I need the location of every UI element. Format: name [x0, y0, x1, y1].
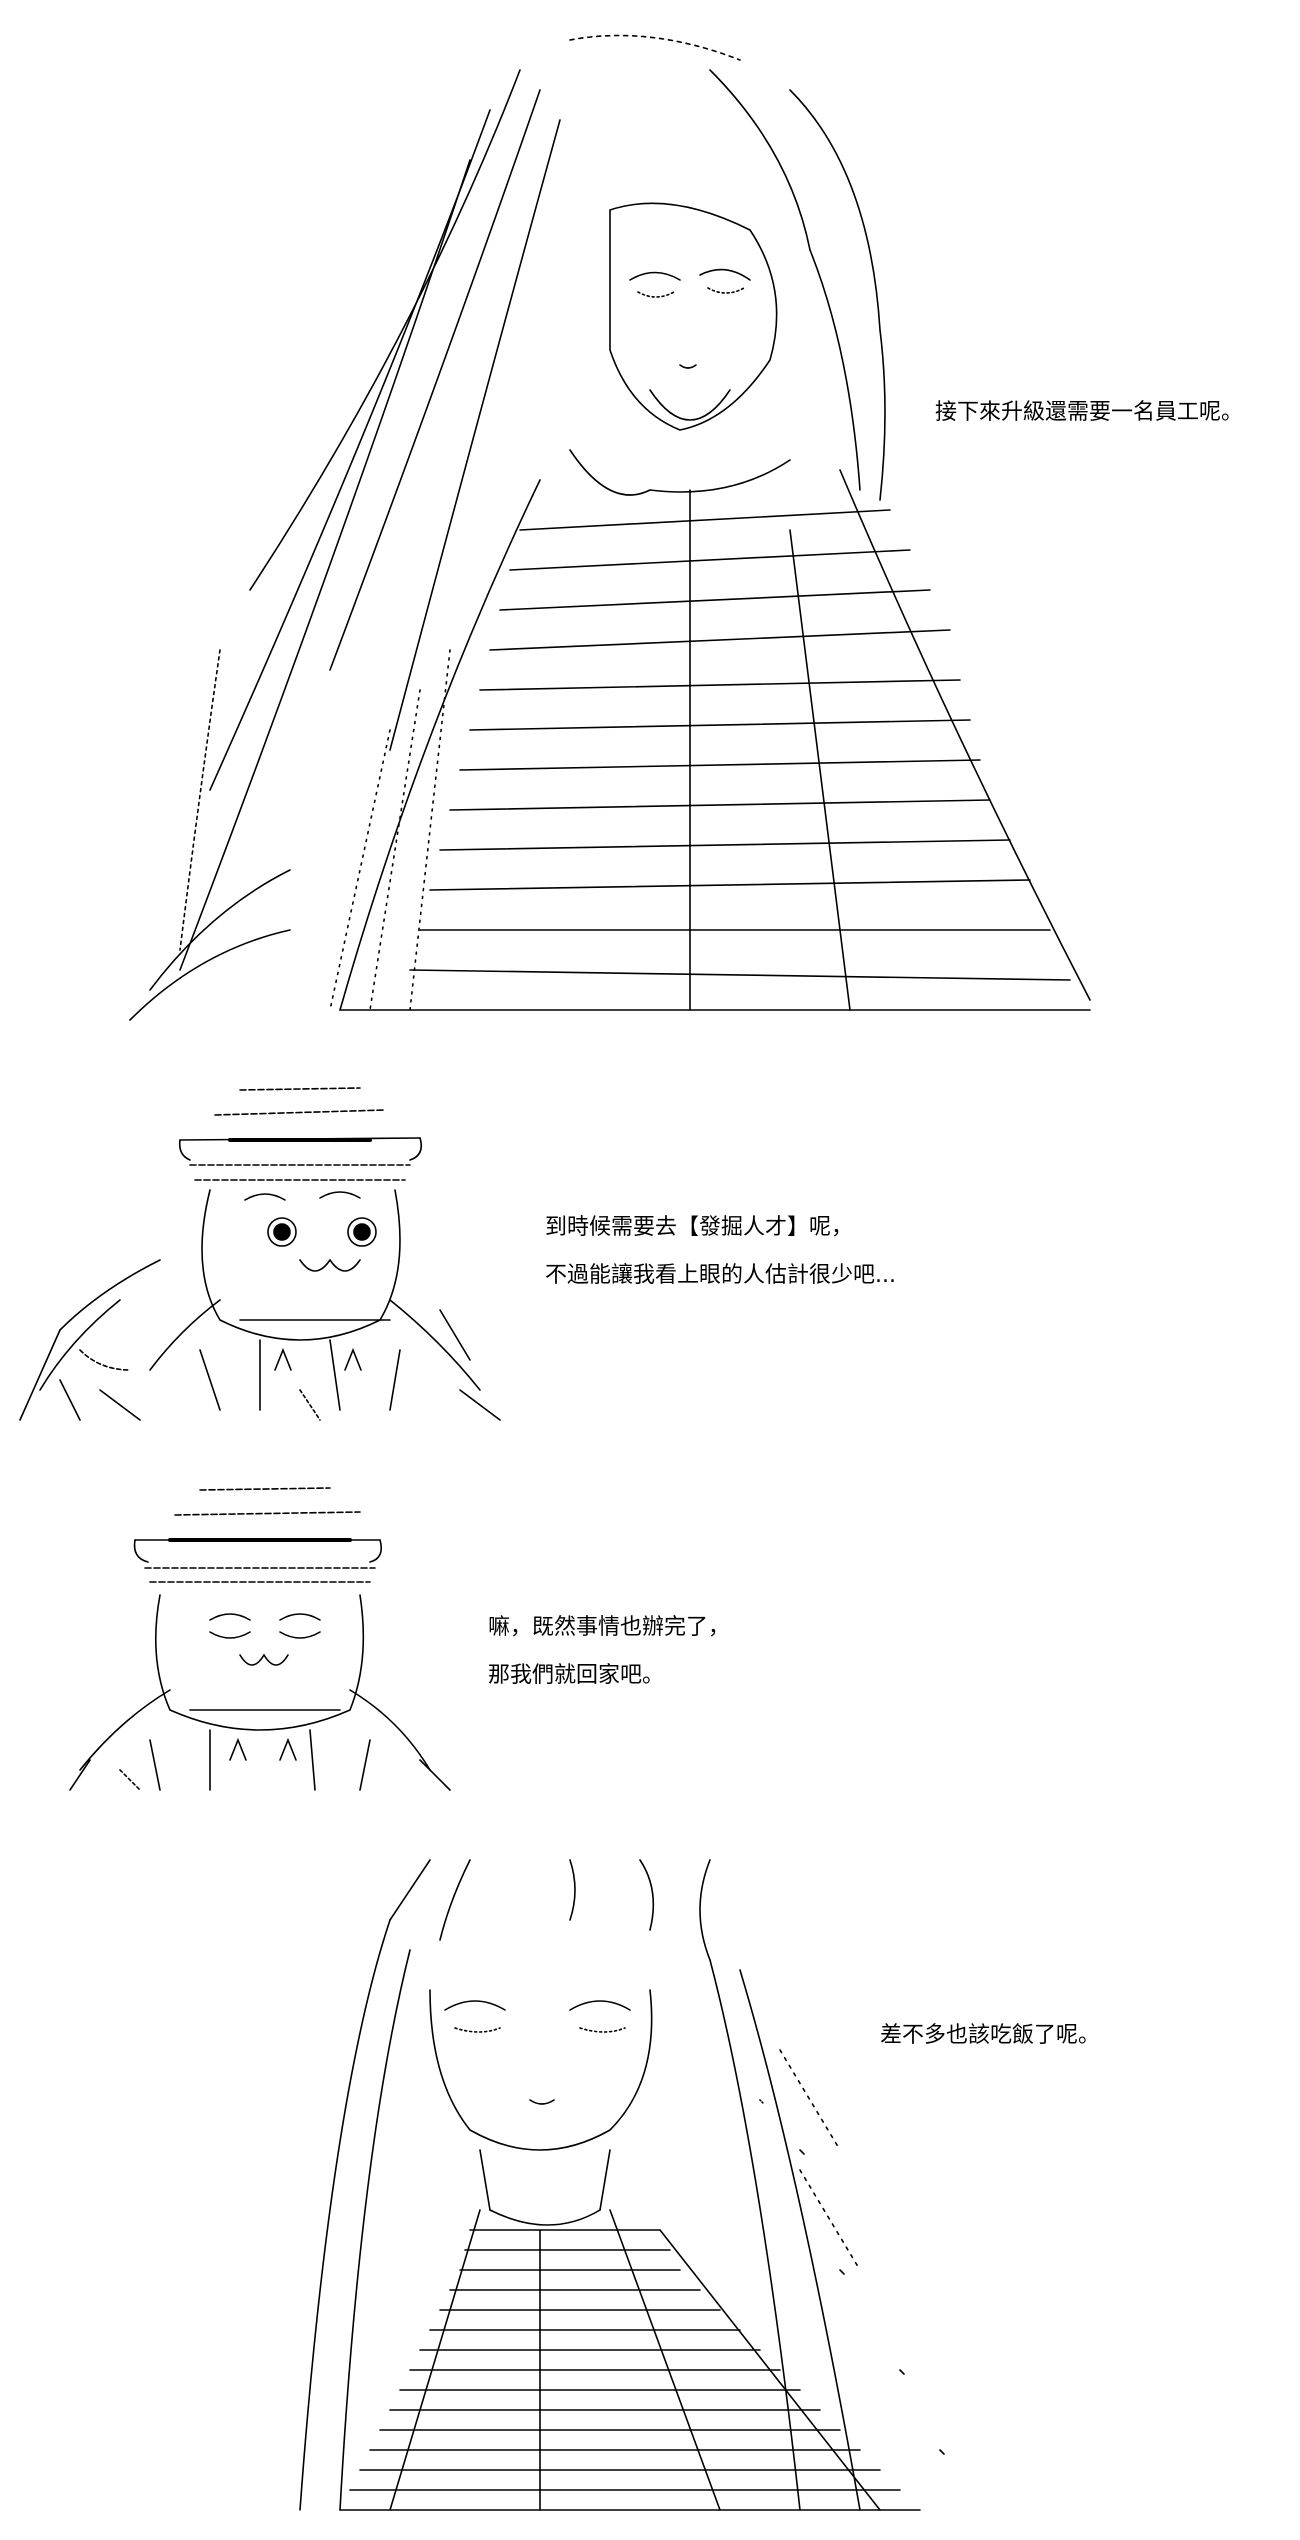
panel-3: 嘛，既然事情也辦完了， 那我們就回家吧。 [0, 1460, 1300, 1820]
dialogue-box: 接下來升級還需要一名員工呢。 [935, 402, 1243, 424]
panel-4: 差不多也該吃飯了呢。 [0, 1840, 1300, 2530]
girl-long-hair-ascii-art [90, 30, 1110, 1030]
girl-twin-tails-ascii-art [240, 1850, 1000, 2520]
dialogue-box: 嘛，既然事情也辦完了， 那我們就回家吧。 [488, 1617, 730, 1687]
dialogue-line: 那我們就回家吧。 [488, 1663, 665, 1688]
dialogue-line: 差不多也該吃飯了呢。 [880, 2023, 1101, 2048]
dialogue-line: 不過能讓我看上眼的人估計很少吧... [545, 1263, 896, 1288]
dialogue-line: 嘛，既然事情也辦完了， [488, 1615, 731, 1640]
dialogue-box: 到時候需要去【發掘人才】呢， 不過能讓我看上眼的人估計很少吧... [545, 1217, 896, 1287]
dialogue-line: 接下來升級還需要一名員工呢。 [935, 400, 1244, 425]
dialogue-box: 差不多也該吃飯了呢。 [880, 2025, 1100, 2047]
mascot-hat-closed-eyes-ascii-art [60, 1470, 460, 1800]
panel-1: 接下來升級還需要一名員工呢。 [0, 0, 1300, 1040]
panel-2: 到時候需要去【發掘人才】呢， 不過能讓我看上眼的人估計很少吧... [0, 1060, 1300, 1440]
dialogue-line: 到時候需要去【發掘人才】呢， [545, 1215, 854, 1240]
mascot-hat-wide-eyes-ascii-art [0, 1070, 520, 1430]
